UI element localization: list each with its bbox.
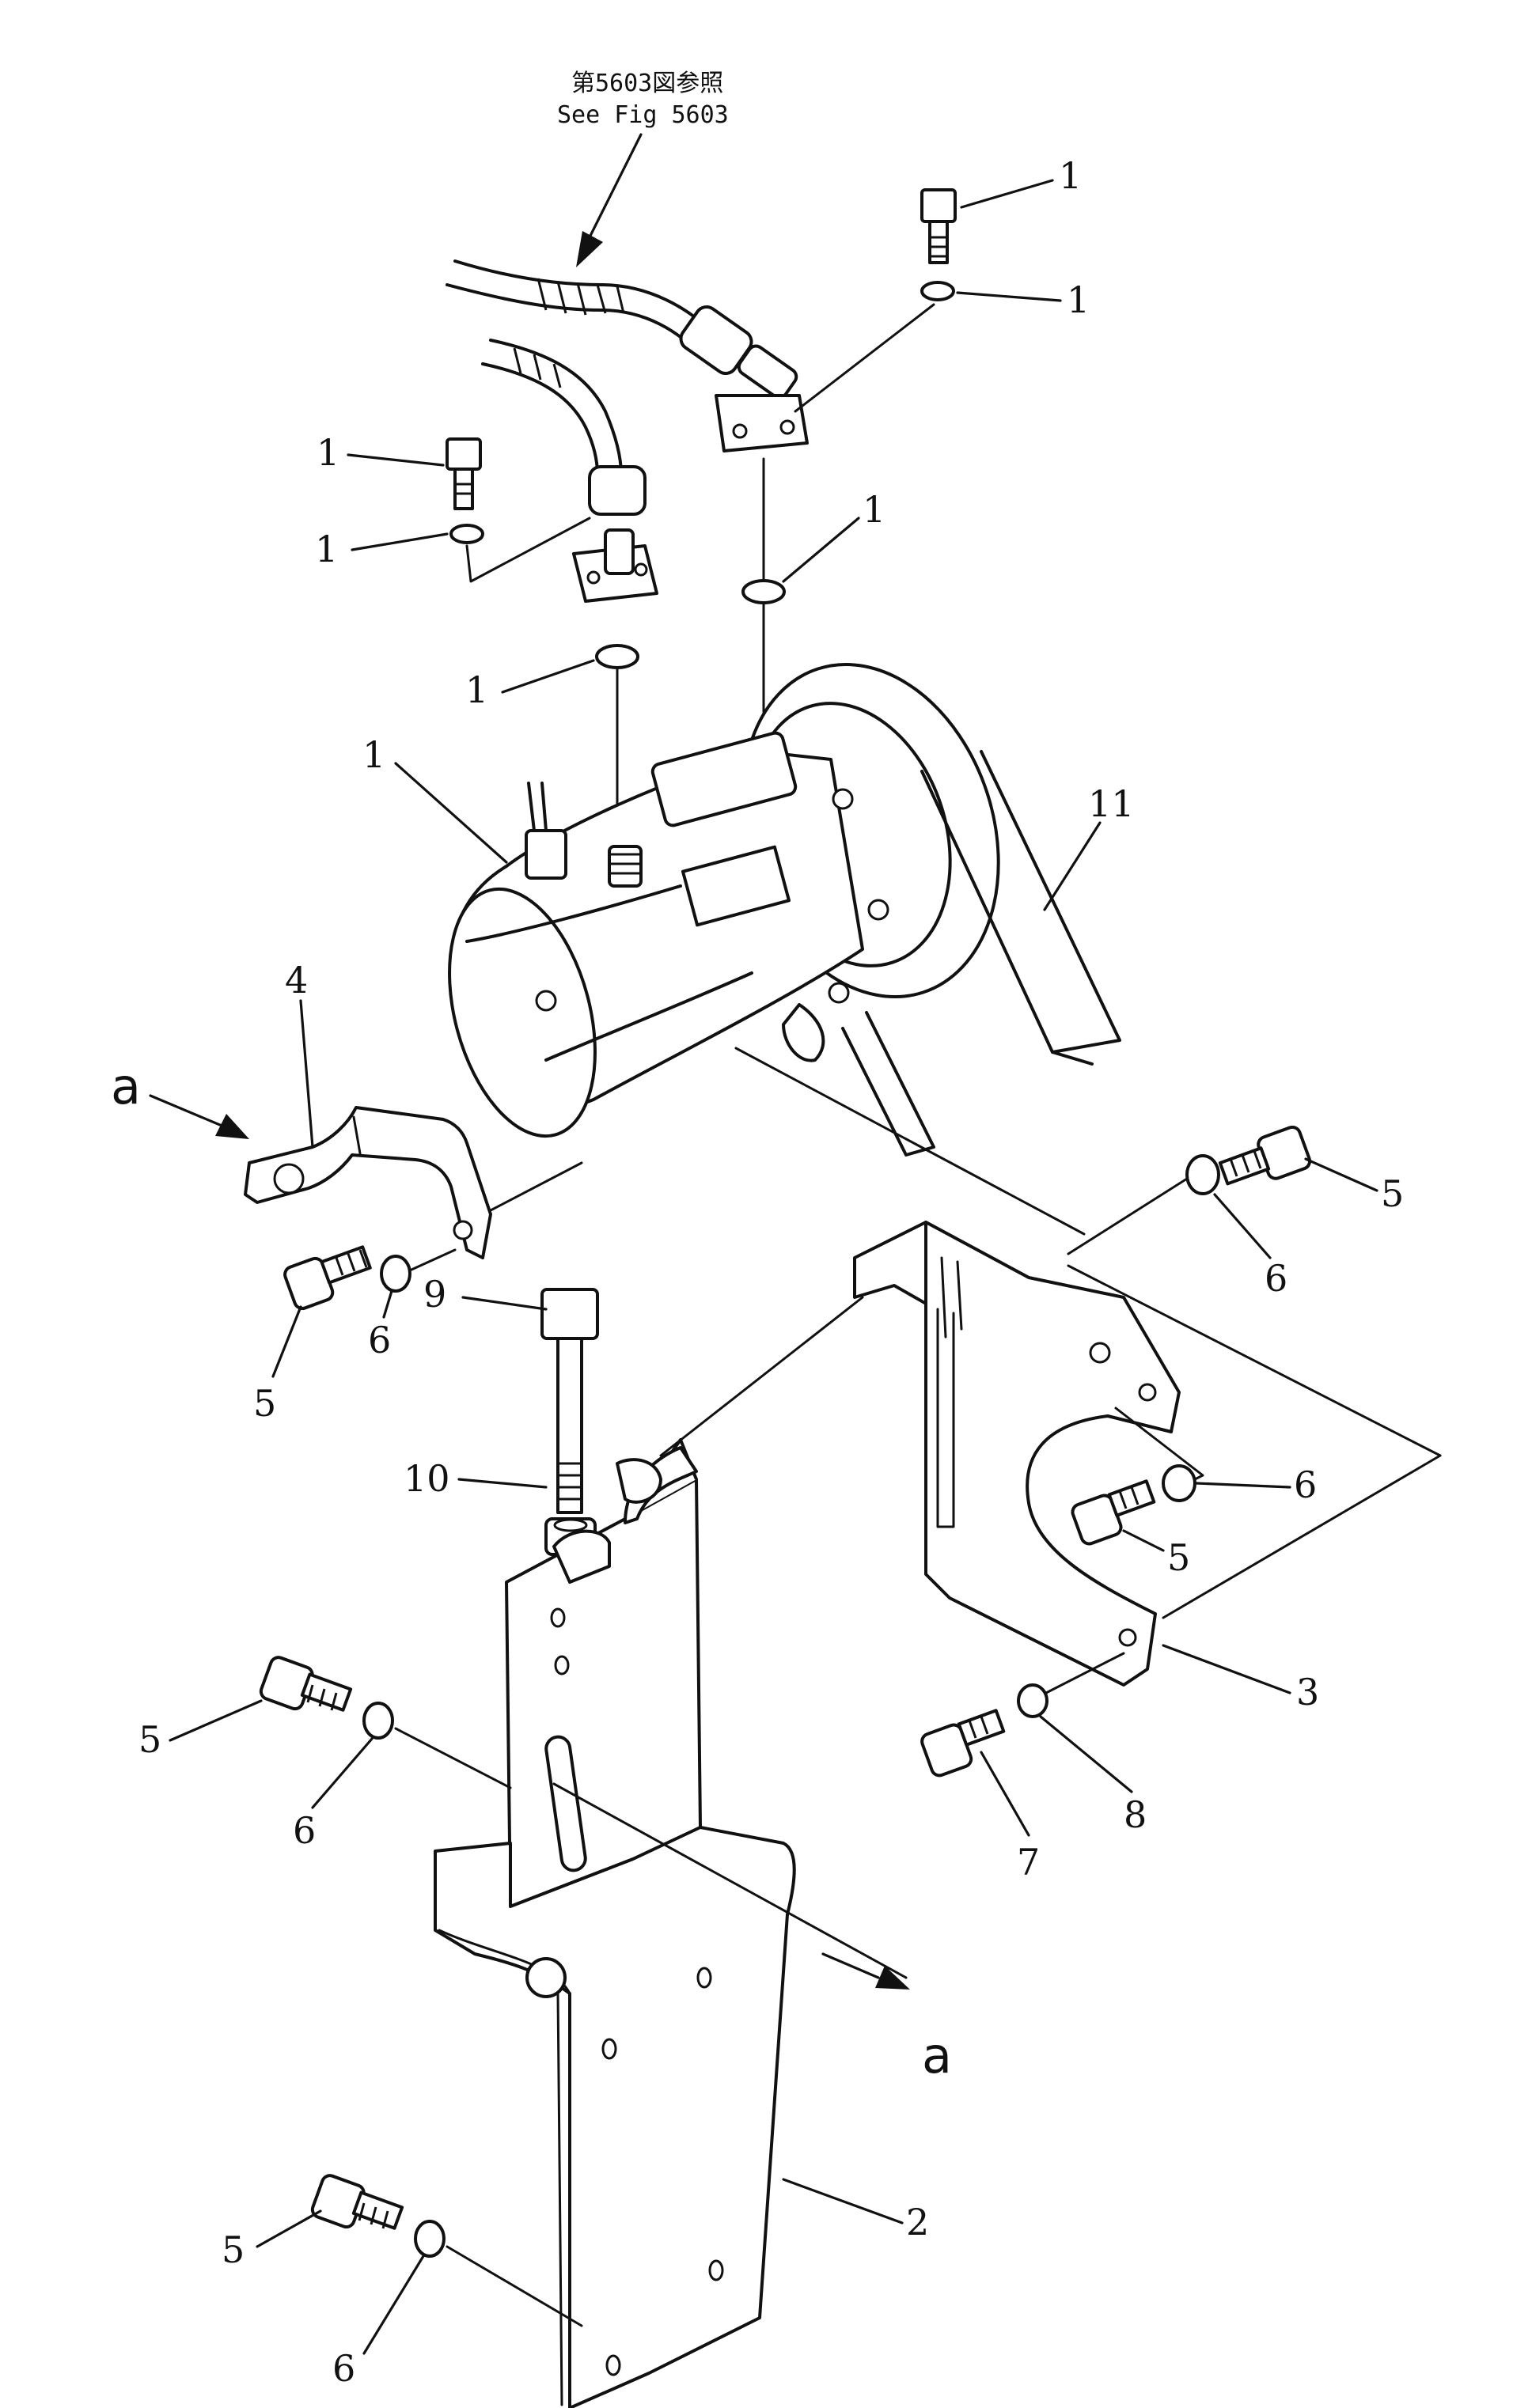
callout-washer-8: 8 bbox=[1124, 1793, 1147, 1836]
bolt-left-low bbox=[310, 2174, 404, 2230]
reference-arrow-shaft bbox=[588, 133, 643, 239]
bracket-part-2 bbox=[434, 1296, 908, 2408]
view-arrow-left-head bbox=[215, 1114, 249, 1139]
callout-washer-left-mid: 6 bbox=[293, 1809, 316, 1852]
callout-bolt-top-left: 1 bbox=[317, 431, 339, 474]
callout-bracket-3: 3 bbox=[1296, 1671, 1319, 1713]
discharge-hose bbox=[446, 259, 809, 452]
callout-leaders bbox=[169, 179, 1378, 2355]
reference-note-en: See Fig 5603 bbox=[557, 101, 729, 129]
callout-bolt-left-low: 5 bbox=[222, 2228, 245, 2271]
callout-bolt-left-mid: 5 bbox=[138, 1718, 161, 1761]
callout-bolt-bracket-mid: 5 bbox=[1167, 1536, 1190, 1579]
view-arrow-lower-shaft bbox=[821, 1952, 880, 1979]
brace-part-4 bbox=[244, 1106, 583, 1259]
view-letter-lower: a bbox=[922, 2027, 952, 2084]
view-arrow-lower-head bbox=[875, 1966, 910, 1990]
callout-brace: 4 bbox=[285, 959, 308, 1001]
callout-v-belt: 11 bbox=[1088, 782, 1135, 825]
washer-left-low bbox=[414, 2220, 446, 2258]
callout-nut: 10 bbox=[404, 1457, 450, 1500]
callout-o-ring-center: 1 bbox=[465, 668, 488, 711]
washer-left-mid bbox=[362, 1702, 394, 1740]
view-letter-left: a bbox=[111, 1058, 141, 1115]
callout-bolt-top-right: 1 bbox=[1059, 154, 1082, 197]
washer-top-right bbox=[920, 281, 955, 301]
compressor-body bbox=[448, 662, 1000, 1138]
reference-note-jp: 第5603図参照 bbox=[571, 70, 723, 97]
reference-arrow-head bbox=[576, 231, 603, 267]
o-ring-center bbox=[595, 644, 639, 669]
bolt-7 bbox=[920, 1709, 1006, 1778]
callout-washer-top-left: 1 bbox=[315, 528, 338, 570]
washer-brace bbox=[380, 1255, 411, 1293]
v-belt bbox=[841, 750, 1121, 1157]
callout-compressor: 1 bbox=[362, 733, 385, 776]
washer-top-left bbox=[449, 524, 484, 544]
callout-bolt-7: 7 bbox=[1017, 1841, 1040, 1884]
bolt-top-right bbox=[920, 188, 957, 264]
callout-bracket-2: 2 bbox=[906, 2201, 929, 2243]
bolt-right-top bbox=[1218, 1125, 1312, 1186]
callout-washer-right-top: 6 bbox=[1265, 1257, 1287, 1300]
callout-bolt-right-top: 5 bbox=[1381, 1172, 1404, 1215]
washer-8 bbox=[1017, 1683, 1048, 1718]
bolt-brace bbox=[283, 1245, 372, 1311]
callout-long-bolt: 9 bbox=[423, 1273, 446, 1316]
bracket-part-3 bbox=[853, 1221, 1204, 1687]
callout-washer-bracket-mid: 6 bbox=[1294, 1463, 1317, 1506]
callout-washer-top-right: 1 bbox=[1067, 278, 1090, 321]
bolt-left-mid bbox=[259, 1656, 353, 1712]
suction-hose bbox=[481, 339, 658, 603]
callout-washer-left-low: 6 bbox=[332, 2347, 355, 2390]
bolt-top-left bbox=[446, 437, 482, 510]
o-ring-right bbox=[741, 579, 786, 604]
callout-bolt-brace: 5 bbox=[253, 1382, 276, 1425]
washer-bracket-mid bbox=[1162, 1464, 1196, 1502]
long-bolt-9 bbox=[540, 1288, 599, 1514]
callout-labels: 1 1 1 1 1 1 1 11 4 5 6 6 5 9 10 6 5 3 8 … bbox=[138, 154, 1404, 2390]
callout-washer-brace: 6 bbox=[368, 1319, 391, 1361]
bolt-bracket-mid bbox=[1071, 1479, 1156, 1546]
washer-right-top bbox=[1185, 1154, 1220, 1195]
view-arrow-left-shaft bbox=[149, 1094, 227, 1129]
callout-o-ring-right: 1 bbox=[863, 488, 885, 531]
